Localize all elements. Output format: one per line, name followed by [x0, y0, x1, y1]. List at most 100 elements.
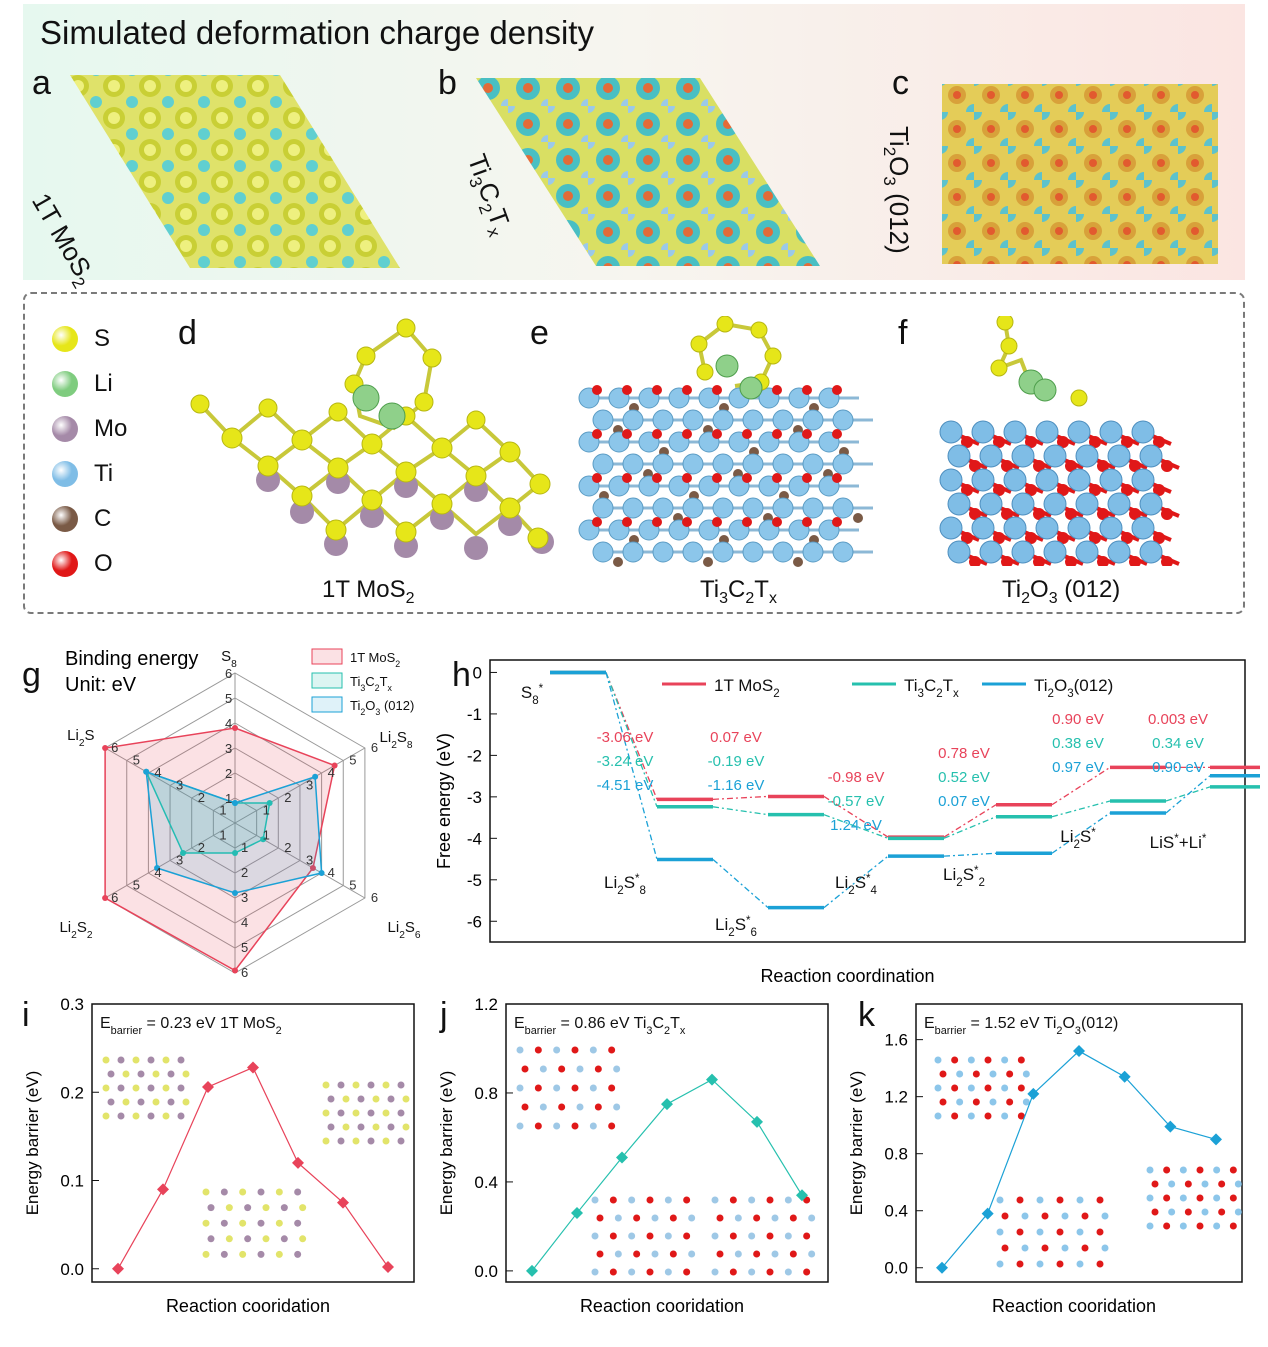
inset-atom: [397, 1109, 405, 1117]
inset-atom: [558, 1103, 566, 1111]
superscript: *: [1091, 827, 1096, 839]
o-atom: [1129, 460, 1141, 472]
ti-atom: [1043, 492, 1067, 516]
inset-atom: [322, 1109, 330, 1117]
radar-tick-label: 2: [284, 790, 291, 805]
energy-connector: [1051, 766, 1111, 806]
o-atom: [1001, 460, 1013, 472]
inset-atom: [1146, 1222, 1154, 1230]
inset-atom: [1061, 1212, 1069, 1220]
inset-atom: [152, 1070, 160, 1078]
inset-atom: [294, 1219, 302, 1227]
inset-atom: [1146, 1194, 1154, 1202]
inset-atom: [683, 1268, 691, 1276]
subscript: 6: [751, 927, 757, 939]
inset-atom: [521, 1103, 529, 1111]
ti-atom: [682, 453, 704, 475]
inset-atom: [996, 1196, 1004, 1204]
inset-atom: [1163, 1194, 1171, 1202]
inset-atom: [1081, 1212, 1089, 1220]
text-part: Li: [943, 865, 956, 884]
ti2o3-caption-p1: Ti: [1002, 576, 1022, 603]
inset-atom: [132, 1112, 140, 1120]
inset-atom: [716, 1250, 724, 1258]
inset-atom: [967, 1056, 975, 1064]
x-axis-label: Reaction coordination: [760, 966, 934, 985]
text-part: S: [963, 865, 974, 884]
inset-atom: [553, 1046, 561, 1054]
o-atom: [1025, 532, 1037, 544]
o-atom: [772, 429, 782, 439]
inset-atom: [244, 1235, 252, 1243]
inset-atom: [202, 1188, 210, 1196]
ti-atom: [1099, 468, 1123, 492]
o-atom: [1097, 556, 1109, 566]
structure-inset-image: [202, 1188, 307, 1258]
inset-atom: [367, 1137, 375, 1145]
o-atom: [1033, 556, 1045, 566]
o-atom: [1033, 460, 1045, 472]
element-symbol: O: [94, 550, 113, 577]
text-part: Li: [604, 873, 617, 892]
ti-atom: [832, 453, 854, 475]
inset-atom: [1229, 1194, 1237, 1202]
inset-atom: [808, 1250, 816, 1258]
inset-atom: [1096, 1196, 1104, 1204]
superscript: *: [1174, 833, 1179, 845]
inset-atom: [117, 1056, 125, 1064]
ti-atom: [742, 453, 764, 475]
inset-atom: [1229, 1222, 1237, 1230]
inset-atom: [387, 1095, 395, 1103]
inset-atom: [609, 1196, 617, 1204]
ti-atom: [939, 468, 963, 492]
radar-tick-label: 4: [154, 865, 161, 880]
structure-inset-image: [102, 1056, 190, 1120]
o-atom: [742, 473, 752, 483]
o-atom: [1065, 508, 1077, 520]
inset-atom: [984, 1056, 992, 1064]
ti-atom: [1067, 420, 1091, 444]
ti-atom: [947, 492, 971, 516]
panel-letter-d: d: [178, 314, 197, 352]
ti-atom: [1067, 516, 1091, 540]
inset-atom: [1036, 1196, 1044, 1204]
ti-atom: [652, 497, 674, 519]
inset-atom: [1151, 1208, 1159, 1216]
radar-legend-label: 1T MoS2: [350, 650, 400, 669]
ti-atom: [1011, 444, 1035, 468]
element-o-ball-icon: [52, 551, 78, 577]
energy-annotation: -3.24 eV: [597, 753, 654, 770]
o-atom: [682, 385, 692, 395]
o-atom: [993, 484, 1005, 496]
text-part: Li: [715, 915, 728, 934]
inset-atom: [633, 1214, 641, 1222]
o-atom: [772, 385, 782, 395]
inset-atom: [202, 1250, 210, 1258]
state-label: Li2S*: [1060, 827, 1096, 851]
inset-atom: [516, 1122, 524, 1130]
radar-tick-label: 4: [328, 765, 335, 780]
element-legend-item: C: [52, 505, 111, 533]
inset-atom: [322, 1137, 330, 1145]
radar-spoke: [104, 822, 236, 899]
y-tick-label: 0.3: [60, 995, 84, 1014]
y-tick-label: 1.2: [884, 1088, 908, 1107]
radar-point: [143, 768, 150, 775]
ti-atom: [947, 444, 971, 468]
text-part: S: [77, 919, 87, 936]
inset-atom: [1163, 1166, 1171, 1174]
inset-atom: [711, 1232, 719, 1240]
radar-point: [318, 870, 325, 876]
inset-atom: [382, 1109, 390, 1117]
text-part: Ti: [350, 674, 360, 689]
energy-connector: [1051, 800, 1111, 818]
y-tick-label: 1.2: [474, 995, 498, 1014]
inset-atom: [132, 1056, 140, 1064]
inset-atom: [596, 1214, 604, 1222]
radar-point: [232, 890, 238, 896]
inset-atom: [167, 1070, 175, 1078]
subscript: 8: [532, 695, 538, 707]
subscript: 2: [391, 740, 397, 751]
inset-atom: [1041, 1212, 1049, 1220]
